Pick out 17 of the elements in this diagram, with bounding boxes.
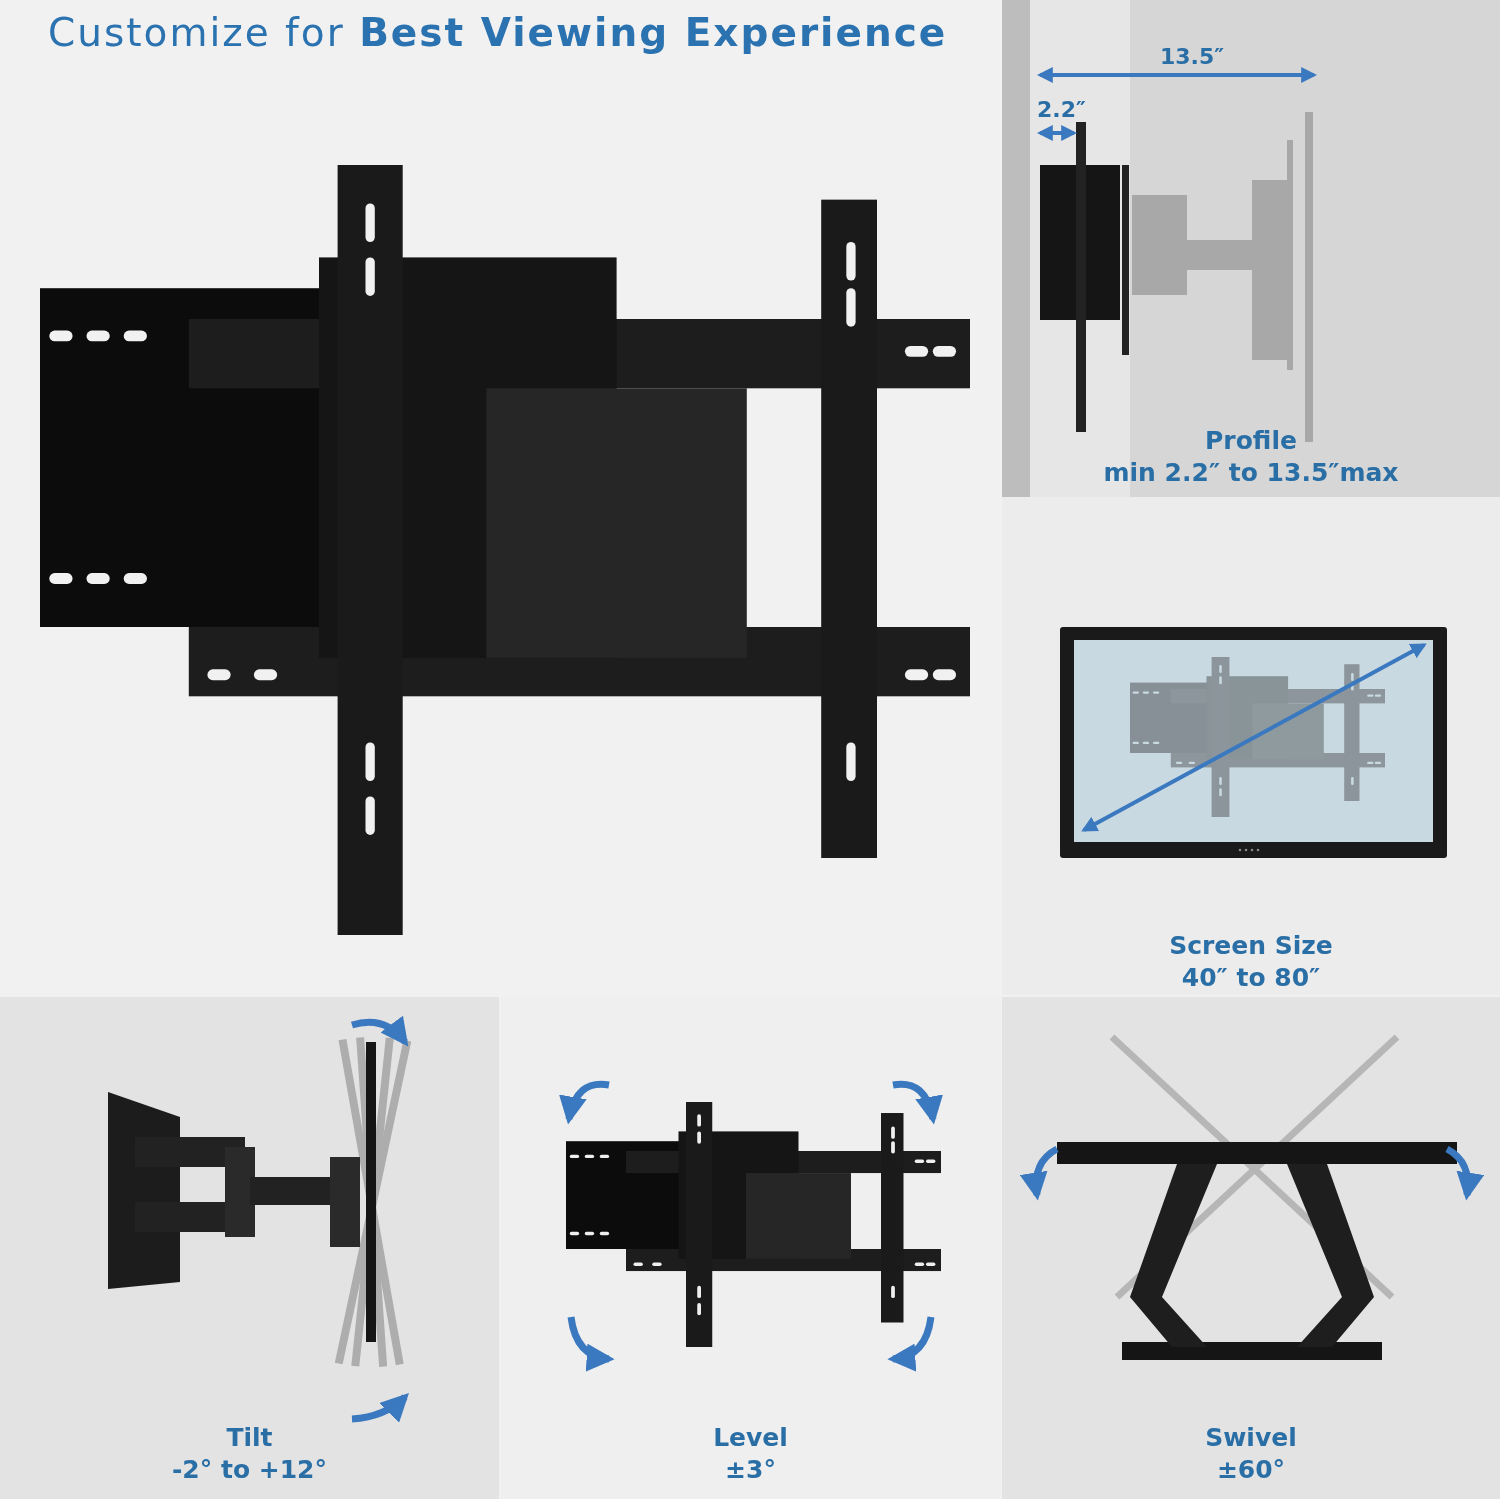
dimension-label: 13.5″ — [1160, 44, 1225, 69]
feature-panel — [1002, 997, 1500, 1499]
feature-panel — [1002, 497, 1500, 995]
feature-heading: Level — [713, 1422, 788, 1454]
feature-range: -2° to +12° — [171, 1454, 327, 1486]
feature-heading: Tilt — [226, 1422, 273, 1454]
feature-range: 40″ to 80″ — [1181, 962, 1321, 994]
feature-panel — [1002, 0, 1500, 497]
feature-range: ±60° — [1216, 1454, 1286, 1486]
feature-range: min 2.2″ to 13.5″max — [1103, 457, 1399, 489]
feature-heading: Swivel — [1205, 1422, 1297, 1454]
feature-panel — [0, 997, 499, 1499]
feature-heading: Screen Size — [1169, 930, 1333, 962]
page-title: Customize for Best Viewing Experience — [48, 10, 948, 55]
feature-range: ±3° — [725, 1454, 776, 1486]
dimension-label: 2.2″ — [1037, 97, 1086, 122]
feature-heading: Profile — [1205, 425, 1297, 457]
